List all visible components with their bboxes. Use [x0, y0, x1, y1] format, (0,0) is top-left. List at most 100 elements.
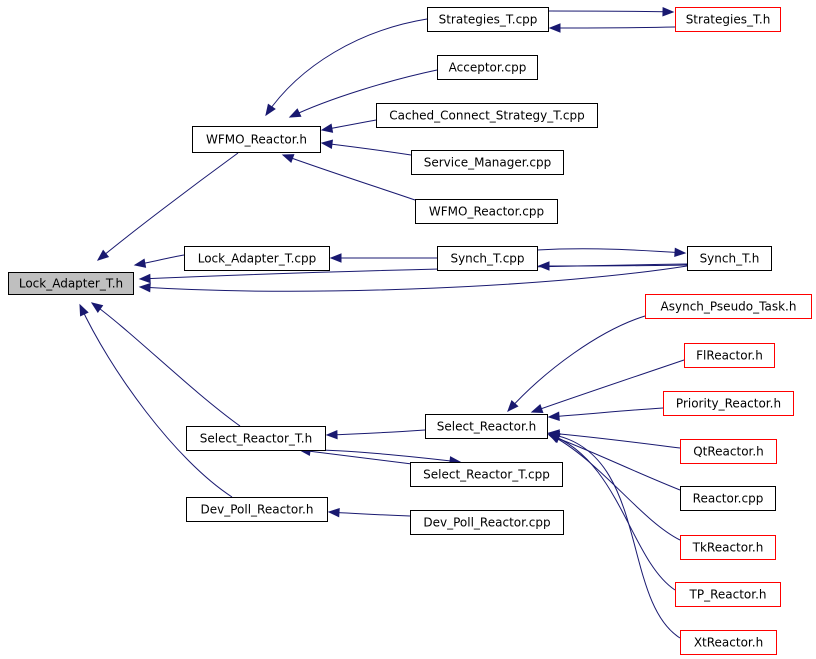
- edge-priority_reactor_h-to-select_reactor_h: [547, 407, 664, 421]
- node-label: Select_Reactor_T.cpp: [423, 468, 550, 482]
- node-box: [410, 462, 563, 487]
- edge-cached_connect_strategy_t_cpp-to-wfmo_reactor_h: [320, 119, 377, 133]
- node-strategies-t-cpp[interactable]: Strategies_T.cpp: [427, 7, 549, 32]
- node-label: FlReactor.h: [696, 349, 763, 363]
- edge-arrowhead: [537, 261, 550, 271]
- edge-synch_t_h-to-synch_t_cpp: [537, 261, 688, 271]
- edge-line: [507, 315, 646, 412]
- node-label: Lock_Adapter_T.h: [19, 277, 123, 291]
- node-box: [687, 246, 772, 271]
- edge-arrowhead: [548, 23, 561, 33]
- edge-acceptor_cpp-to-wfmo_reactor_h: [288, 69, 438, 118]
- edge-arrowhead: [133, 258, 147, 268]
- node-label: Acceptor.cpp: [449, 61, 527, 75]
- edge-select_reactor_t_h-to-lock_adapter_t_h: [90, 302, 241, 427]
- node-label: Synch_T.h: [700, 252, 760, 266]
- node-label: Select_Reactor.h: [437, 420, 536, 434]
- node-strategies-t-h[interactable]: Strategies_T.h: [675, 7, 781, 32]
- node-lock-adapter-t-cpp[interactable]: Lock_Adapter_T.cpp: [184, 246, 330, 271]
- node-label: Select_Reactor_T.h: [200, 432, 312, 446]
- node-box: [684, 343, 775, 368]
- node-tkreactor-h[interactable]: TkReactor.h: [680, 535, 776, 560]
- edge-line: [548, 432, 681, 449]
- node-synch-t-h[interactable]: Synch_T.h: [687, 246, 772, 271]
- node-label: Dev_Poll_Reactor.h: [201, 503, 314, 517]
- node-box: [415, 199, 558, 224]
- node-box: [663, 391, 794, 416]
- edge-select_reactor_h-to-select_reactor_t_h: [325, 429, 426, 440]
- node-box: [8, 272, 134, 295]
- node-synch-t-cpp[interactable]: Synch_T.cpp: [437, 246, 538, 271]
- node-box: [184, 246, 330, 271]
- edge-synch_t_cpp-to-synch_t_h: [536, 247, 687, 258]
- node-asynch-pseudo-task-h[interactable]: Asynch_Pseudo_Task.h: [645, 294, 812, 319]
- edge-wfmo_reactor_h-to-lock_adapter_t_h: [96, 152, 239, 261]
- edge-dev_poll_reactor_h-to-lock_adapter_t_h: [79, 303, 233, 498]
- node-dev-poll-reactor-h[interactable]: Dev_Poll_Reactor.h: [186, 497, 328, 522]
- edge-line: [538, 264, 688, 267]
- edge-wfmo_reactor_cpp-to-wfmo_reactor_h: [281, 154, 416, 201]
- edges-layer: [79, 7, 688, 639]
- node-box: [425, 414, 548, 439]
- edge-line: [326, 429, 426, 436]
- edge-service_manager_cpp-to-wfmo_reactor_h: [320, 139, 412, 156]
- node-reactor-cpp[interactable]: Reactor.cpp: [680, 486, 776, 511]
- edge-line: [321, 142, 412, 156]
- edge-strategies_t_h-to-strategies_t_cpp: [548, 23, 676, 33]
- edge-arrowhead: [138, 282, 151, 293]
- node-wfmo-reactor-cpp[interactable]: WFMO_Reactor.cpp: [415, 199, 558, 224]
- node-label: Strategies_T.h: [686, 13, 771, 27]
- node-box: [680, 486, 776, 511]
- node-label: TP_Reactor.h: [689, 588, 767, 602]
- edge-arrowhead: [138, 273, 151, 284]
- edge-reactor_cpp-to-select_reactor_h: [547, 434, 681, 491]
- edge-arrowhead: [547, 411, 560, 421]
- edge-flreactor_h-to-select_reactor_h: [530, 359, 685, 413]
- node-priority-reactor-h[interactable]: Priority_Reactor.h: [663, 391, 794, 416]
- node-select-reactor-h[interactable]: Select_Reactor.h: [425, 414, 548, 439]
- node-service-manager-cpp[interactable]: Service_Manager.cpp: [411, 150, 564, 175]
- edge-strategies_t_cpp-to-strategies_t_h: [547, 7, 675, 17]
- node-label: Cached_Connect_Strategy_T.cpp: [389, 109, 585, 123]
- node-lock-adapter-t-h[interactable]: Lock_Adapter_T.h: [8, 272, 134, 295]
- edge-arrowhead: [662, 7, 675, 17]
- node-tp-reactor-h[interactable]: TP_Reactor.h: [675, 582, 781, 607]
- node-label: Lock_Adapter_T.cpp: [198, 252, 317, 266]
- node-box: [186, 497, 328, 522]
- node-acceptor-cpp[interactable]: Acceptor.cpp: [437, 55, 538, 80]
- edge-line: [548, 434, 681, 491]
- node-box: [675, 7, 781, 32]
- node-label: Reactor.cpp: [693, 492, 764, 506]
- edge-tp_reactor_h-to-select_reactor_h: [547, 433, 676, 591]
- node-wfmo-reactor-h[interactable]: WFMO_Reactor.h: [192, 126, 321, 153]
- edge-line: [91, 302, 241, 427]
- node-select-reactor-t-cpp[interactable]: Select_Reactor_T.cpp: [410, 462, 563, 487]
- edge-tkreactor_h-to-select_reactor_h: [547, 433, 681, 541]
- node-qtreactor-h[interactable]: QtReactor.h: [680, 439, 777, 464]
- edge-line: [548, 407, 664, 418]
- edge-arrowhead: [320, 139, 333, 149]
- edge-line: [548, 433, 681, 639]
- node-box: [437, 246, 538, 271]
- edge-line: [328, 511, 411, 517]
- node-box: [680, 535, 776, 560]
- edge-synch_t_h-to-lock_adapter_t_h: [138, 265, 688, 293]
- node-dev-poll-reactor-cpp[interactable]: Dev_Poll_Reactor.cpp: [410, 510, 564, 535]
- edge-arrowhead: [327, 507, 340, 518]
- node-flreactor-h[interactable]: FlReactor.h: [684, 343, 775, 368]
- node-label: WFMO_Reactor.cpp: [429, 205, 544, 219]
- edge-arrowhead: [547, 430, 561, 441]
- node-xtreactor-h[interactable]: XtReactor.h: [680, 630, 777, 655]
- node-select-reactor-t-h[interactable]: Select_Reactor_T.h: [186, 426, 326, 451]
- node-cached-connect-strategy-t-cpp[interactable]: Cached_Connect_Strategy_T.cpp: [376, 103, 598, 128]
- node-label: Asynch_Pseudo_Task.h: [661, 300, 797, 314]
- edge-strategies_t_cpp-to-wfmo_reactor_h: [265, 18, 428, 117]
- edge-arrowhead: [329, 253, 342, 263]
- node-label: Priority_Reactor.h: [676, 397, 781, 411]
- edge-line: [549, 26, 676, 29]
- node-box: [675, 582, 781, 607]
- edge-arrowhead: [325, 429, 338, 440]
- node-box: [427, 7, 549, 32]
- edge-line: [79, 304, 233, 498]
